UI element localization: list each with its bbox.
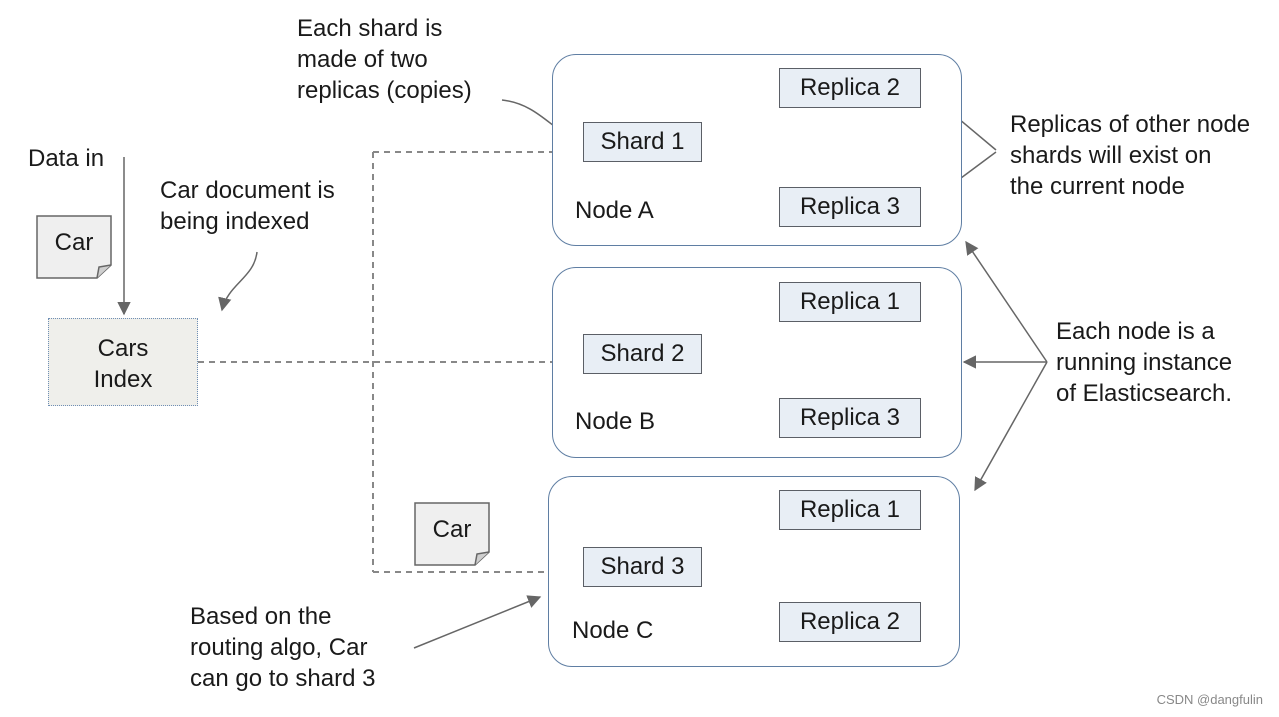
annotation-line: Replicas of other node — [1010, 111, 1251, 138]
watermark: CSDN @dangfulin — [1156, 692, 1263, 707]
annotation-line: being indexed — [160, 208, 310, 235]
document-label: Car — [54, 229, 94, 256]
shard-2: Shard 2 — [583, 334, 702, 374]
annotation-line: replicas (copies) — [297, 77, 472, 104]
arrow-routing — [413, 595, 542, 649]
annotation-line: routing algo, Car — [190, 634, 368, 661]
annotation-line: Each shard is — [297, 15, 443, 42]
annotation-car-being-indexed: Car document is being indexed — [160, 175, 335, 237]
index-label-line: Index — [93, 366, 153, 393]
annotation-line: shards will exist on — [1010, 142, 1212, 169]
annotation-data-in: Data in — [28, 145, 105, 172]
node-b-replica-1: Replica 1 — [779, 282, 921, 322]
annotation-line: Based on the — [190, 603, 332, 630]
node-c-label: Node C — [572, 617, 654, 644]
annotation-line: the current node — [1010, 173, 1185, 200]
document-icon — [36, 215, 112, 279]
shard-3: Shard 3 — [583, 547, 702, 587]
annotation-line: running instance — [1056, 349, 1233, 376]
node-a-label: Node A — [575, 197, 654, 224]
cars-index: Cars Index — [48, 318, 198, 406]
document-label: Car — [432, 516, 472, 543]
annotation-routing: Based on the routing algo, Car can go to… — [190, 601, 375, 694]
annotation-replicas-other-nodes: Replicas of other node shards will exist… — [1010, 109, 1250, 202]
annotation-line: Each node is a — [1056, 318, 1215, 345]
node-a-replica-2: Replica 2 — [779, 68, 921, 108]
car-document-top: Car — [36, 215, 112, 279]
node-b-label: Node B — [575, 408, 656, 435]
arrow-being-indexed — [218, 251, 258, 312]
node-b-replica-3: Replica 3 — [779, 398, 921, 438]
annotation-line: of Elasticsearch. — [1056, 380, 1233, 407]
shard-1: Shard 1 — [583, 122, 702, 162]
arrow-node-c — [974, 361, 1048, 492]
car-document-routed: Car — [414, 502, 490, 566]
document-icon — [414, 502, 490, 566]
annotation-line: can go to shard 3 — [190, 665, 376, 692]
arrow-node-a — [965, 240, 1048, 363]
index-label-line: Cars — [97, 335, 149, 362]
annotation-shard-replicas: Each shard is made of two replicas (copi… — [297, 13, 472, 106]
annotation-line: Car document is — [160, 177, 335, 204]
node-c-replica-2: Replica 2 — [779, 602, 921, 642]
node-a-replica-3: Replica 3 — [779, 187, 921, 227]
index-links — [198, 151, 552, 573]
node-c-replica-1: Replica 1 — [779, 490, 921, 530]
annotation-line: made of two — [297, 46, 428, 73]
annotation-node-instance: Each node is a running instance of Elast… — [1056, 316, 1232, 409]
